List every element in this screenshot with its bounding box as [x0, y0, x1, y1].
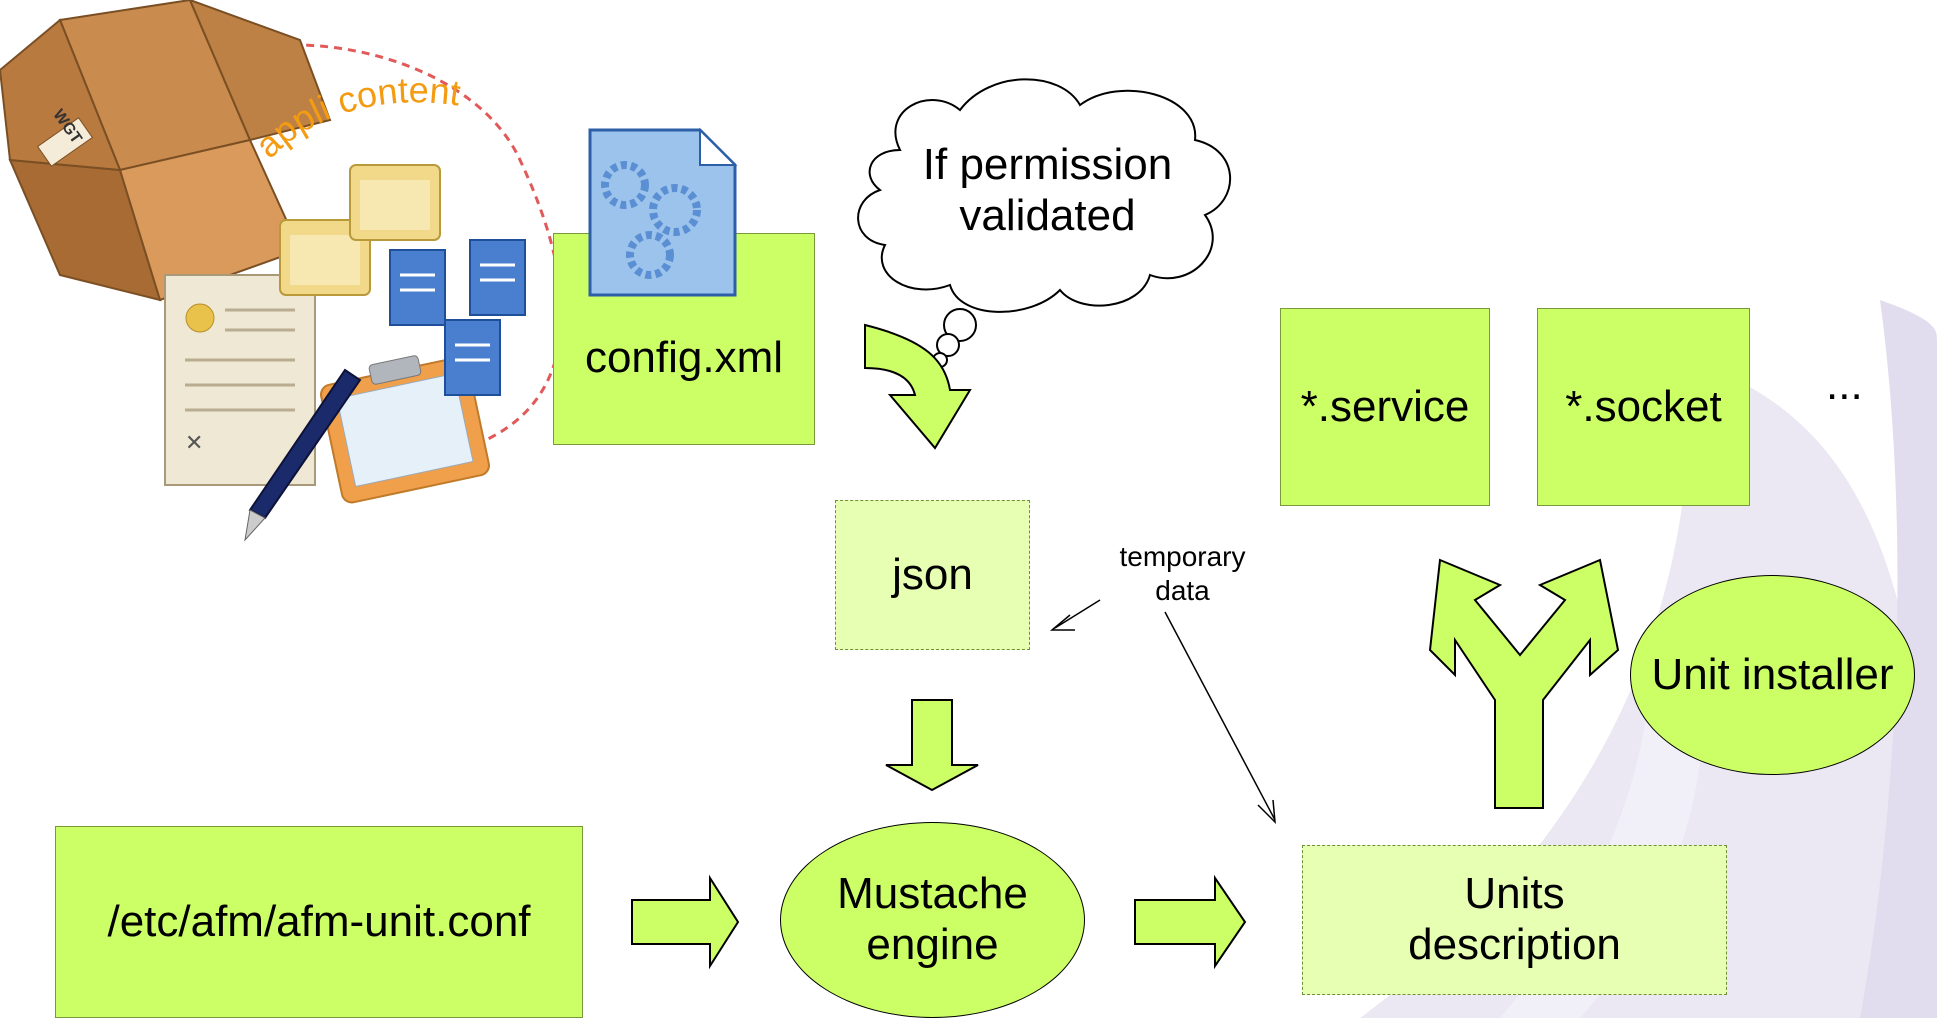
- service-box: *.service: [1280, 308, 1490, 506]
- more-units-ellipsis: ...: [1826, 360, 1863, 409]
- json-label: json: [892, 549, 973, 599]
- temporary-line-2: data: [1155, 574, 1210, 606]
- pen-icon: [244, 368, 362, 542]
- thought-line-2: validated: [959, 190, 1136, 240]
- units-description-box: Units description: [1302, 845, 1727, 995]
- svg-text:✕: ✕: [185, 430, 203, 455]
- mustache-engine-ellipse: Mustache engine: [780, 822, 1085, 1018]
- units-line-1: Units: [1464, 869, 1565, 919]
- socket-box: *.socket: [1537, 308, 1750, 506]
- afm-unit-conf-box: /etc/afm/afm-unit.conf: [55, 826, 583, 1018]
- cardboard-box-icon: [0, 0, 332, 302]
- thought-text: If permission validated: [905, 140, 1190, 241]
- mustache-line-1: Mustache: [837, 869, 1028, 919]
- temporary-line-1: temporary: [1119, 541, 1246, 572]
- unit-installer-ellipse: Unit installer: [1630, 575, 1915, 775]
- unit-installer-label: Unit installer: [1651, 649, 1894, 699]
- config-xml-label: config.xml: [584, 333, 784, 383]
- thought-line-1: If permission: [922, 140, 1173, 189]
- units-line-2: description: [1408, 920, 1621, 969]
- clipboard-icon: [320, 355, 490, 504]
- socket-label: *.socket: [1565, 381, 1722, 431]
- afm-unit-conf-label: /etc/afm/afm-unit.conf: [107, 896, 531, 946]
- folders-icon: [279, 164, 441, 296]
- mustache-line-2: engine: [866, 920, 999, 969]
- temporary-data-label: temporary data: [1100, 540, 1265, 607]
- json-box: json: [835, 500, 1030, 650]
- certificate-icon: ✕: [164, 274, 316, 486]
- service-label: *.service: [1300, 381, 1470, 431]
- documents-icon: [389, 239, 526, 396]
